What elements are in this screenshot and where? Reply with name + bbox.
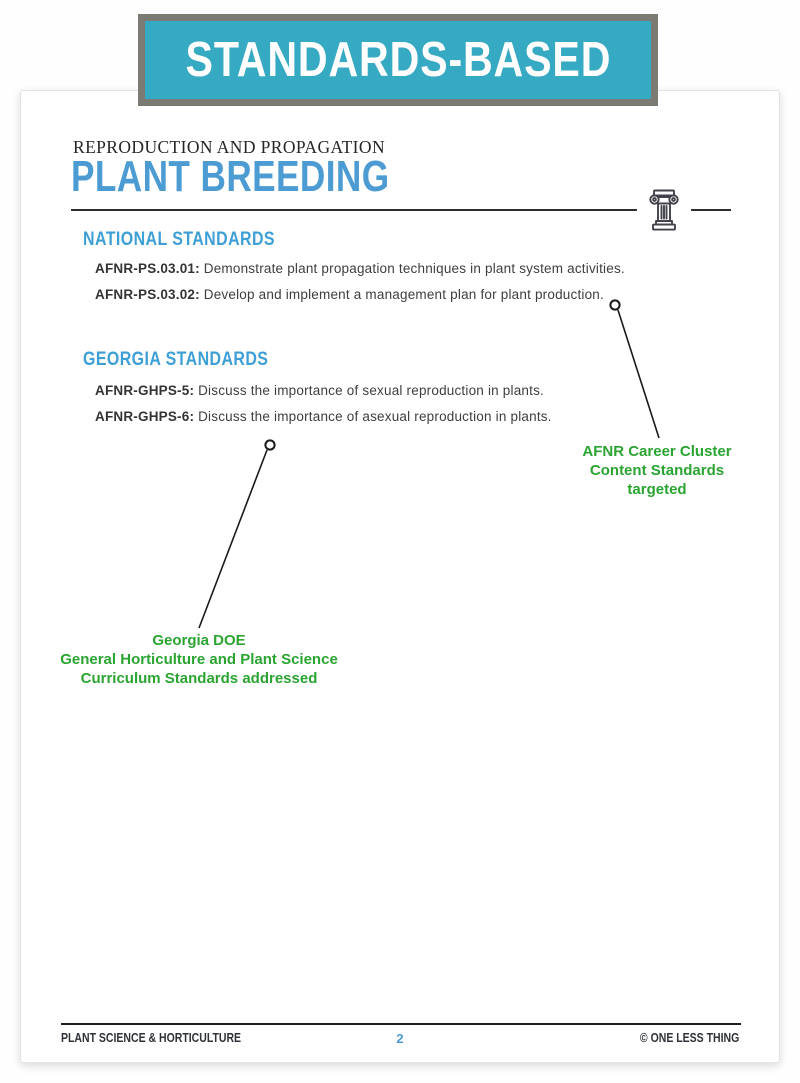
footer-publisher: © ONE LESS THING (639, 1031, 739, 1045)
standard-text: Develop and implement a management plan … (199, 287, 604, 302)
lesson-unit-eyebrow: REPRODUCTION AND PROPAGATION (73, 137, 385, 157)
standard-item: AFNR-GHPS-6: Discuss the importance of a… (95, 409, 552, 424)
standard-text: Demonstrate plant propagation techniques… (199, 261, 625, 276)
title-divider (71, 187, 731, 233)
standard-item: AFNR-GHPS-5: Discuss the importance of s… (95, 383, 544, 398)
page-card: REPRODUCTION AND PROPAGATION PLANT BREED… (20, 90, 780, 1063)
divider-line-right (691, 209, 731, 211)
georgia-doe-callout-text: Georgia DOE General Horticulture and Pla… (60, 631, 338, 688)
callout-line: Curriculum Standards addressed (80, 670, 318, 687)
footer-book-title: PLANT SCIENCE & HORTICULTURE (61, 1031, 242, 1045)
callout-line: Content Standards (589, 462, 725, 479)
standard-code: AFNR-GHPS-5: (95, 383, 195, 398)
standard-code: AFNR-GHPS-6: (95, 409, 195, 424)
afnr-callout-text: AFNR Career Cluster Content Standards ta… (582, 442, 731, 499)
standards-banner: STANDARDS-BASED (138, 14, 658, 106)
standard-text: Discuss the importance of sexual reprodu… (194, 383, 544, 398)
page-title: PLANT BREEDING (71, 152, 390, 201)
standard-code: AFNR-PS.03.01: (95, 261, 200, 276)
callout-line: General Horticulture and Plant Science (60, 651, 338, 668)
banner-label: STANDARDS-BASED (185, 33, 611, 87)
divider-line-left (71, 209, 637, 211)
footer-divider (61, 1023, 741, 1025)
standard-item: AFNR-PS.03.02: Develop and implement a m… (95, 287, 604, 302)
standard-text: Discuss the importance of asexual reprod… (194, 409, 552, 424)
national-standards-heading: NATIONAL STANDARDS (83, 229, 275, 250)
callout-line: Georgia DOE (152, 632, 246, 649)
standard-code: AFNR-PS.03.02: (95, 287, 200, 302)
callout-line: AFNR Career Cluster (582, 443, 732, 460)
georgia-standards-heading: GEORGIA STANDARDS (83, 349, 269, 370)
callout-line: targeted (627, 481, 687, 498)
column-icon (646, 188, 682, 232)
footer-page-number: 2 (396, 1031, 404, 1046)
standard-item: AFNR-PS.03.01: Demonstrate plant propaga… (95, 261, 625, 276)
